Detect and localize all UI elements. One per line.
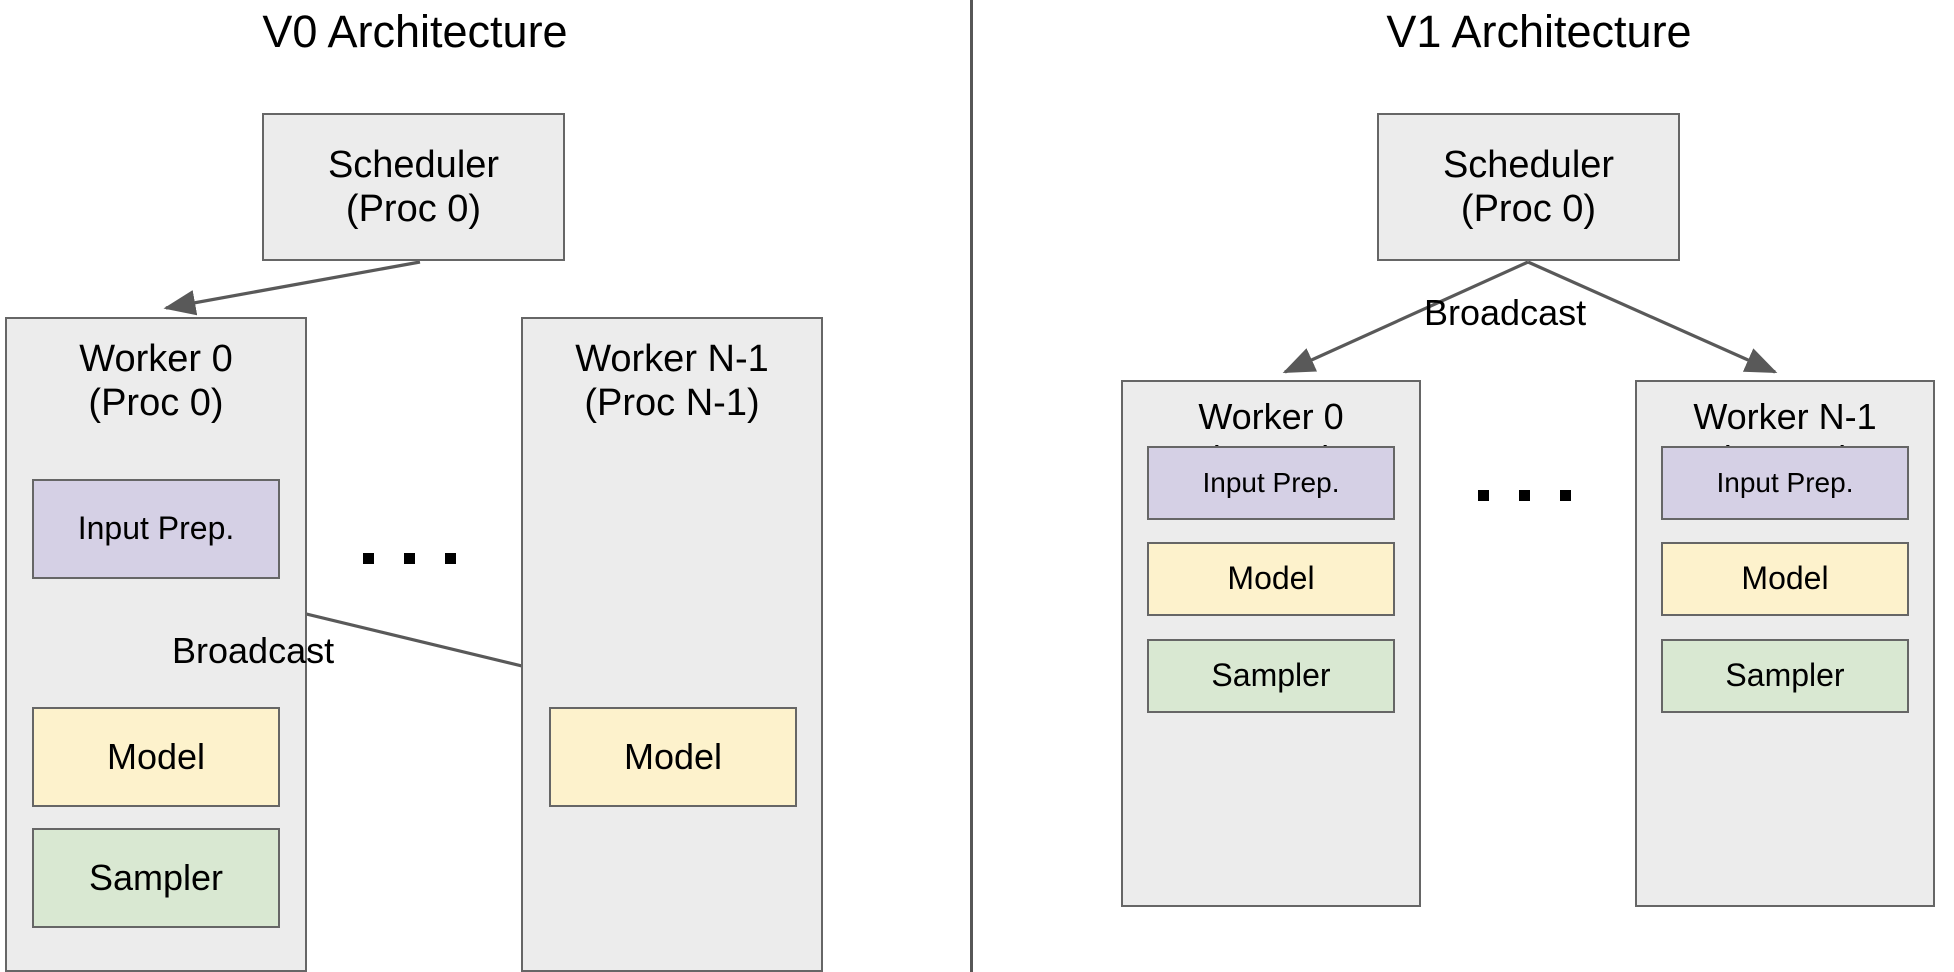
v1-broadcast-label: Broadcast	[1424, 292, 1587, 333]
v0-scheduler-line2: (Proc 0)	[345, 188, 482, 230]
ellipsis-dot	[363, 553, 374, 564]
v1-scheduler-line1: Scheduler	[1442, 143, 1615, 186]
v0-worker-0-input-prep-box[interactable]: Input Prep.	[32, 479, 280, 579]
v1-scheduler-to-workerN-arrow	[1527, 260, 1778, 374]
v1-worker-0-sampler-box[interactable]: Sampler	[1147, 639, 1395, 713]
v1-workers-ellipsis	[1478, 490, 1571, 501]
v0-worker-0-input-prep-label: Input Prep.	[77, 510, 235, 547]
v0-worker-n-1-line1: Worker N-1	[575, 338, 769, 380]
v0-worker-0-model-box[interactable]: Model	[32, 707, 280, 807]
v1-worker-n-1-input-prep-label: Input Prep.	[1716, 466, 1854, 498]
v1-worker-n-1-input-prep-box[interactable]: Input Prep.	[1661, 446, 1909, 520]
v1-worker-n-1-sampler-label: Sampler	[1725, 657, 1845, 694]
v1-worker-n-1-model-box[interactable]: Model	[1661, 542, 1909, 616]
v1-scheduler-box[interactable]: Scheduler (Proc 0)	[1377, 113, 1680, 261]
v0-broadcast-label: Broadcast	[172, 630, 335, 671]
v0-scheduler-box[interactable]: Scheduler (Proc 0)	[262, 113, 565, 261]
v0-panel-title: V0 Architecture	[262, 6, 568, 57]
v0-scheduler-line1: Scheduler	[327, 143, 500, 186]
ellipsis-dot	[445, 553, 456, 564]
v0-worker-0-line1: Worker 0	[79, 338, 233, 380]
panel-divider	[970, 0, 973, 972]
v0-worker-n-1-box[interactable]: Worker N-1 (Proc N-1)	[521, 317, 823, 972]
v0-scheduler-to-worker0-arrow	[163, 260, 421, 316]
v0-worker-0-sampler-box[interactable]: Sampler	[32, 828, 280, 928]
v0-worker-0-sampler-label: Sampler	[88, 857, 224, 899]
v0-worker-0-model-label: Model	[106, 736, 206, 778]
v1-worker-0-input-prep-label: Input Prep.	[1202, 466, 1340, 498]
v0-worker-0-line2: (Proc 0)	[88, 382, 224, 425]
ellipsis-dot	[1519, 490, 1530, 501]
v1-worker-0-input-prep-box[interactable]: Input Prep.	[1147, 446, 1395, 520]
v1-worker-n-1-model-label: Model	[1741, 560, 1829, 597]
v0-worker-n-1-model-box[interactable]: Model	[549, 707, 797, 807]
v0-worker-n-1-line2: (Proc N-1)	[584, 382, 760, 425]
v1-worker-0-model-label: Model	[1227, 560, 1315, 597]
v1-panel-title: V1 Architecture	[1386, 6, 1692, 57]
v1-worker-0-model-box[interactable]: Model	[1147, 542, 1395, 616]
v0-worker-n-1-model-label: Model	[623, 736, 723, 778]
v1-worker-0-line1: Worker 0	[1198, 396, 1344, 437]
ellipsis-dot	[1560, 490, 1571, 501]
v1-worker-n-1-sampler-box[interactable]: Sampler	[1661, 639, 1909, 713]
ellipsis-dot	[1478, 490, 1489, 501]
v1-scheduler-line2: (Proc 0)	[1460, 188, 1597, 230]
v1-worker-0-sampler-label: Sampler	[1211, 657, 1331, 694]
ellipsis-dot	[404, 553, 415, 564]
v1-worker-n-1-line1: Worker N-1	[1693, 396, 1877, 437]
v1-scheduler-to-worker0-arrow	[1282, 260, 1529, 374]
v0-workers-ellipsis	[363, 553, 456, 564]
